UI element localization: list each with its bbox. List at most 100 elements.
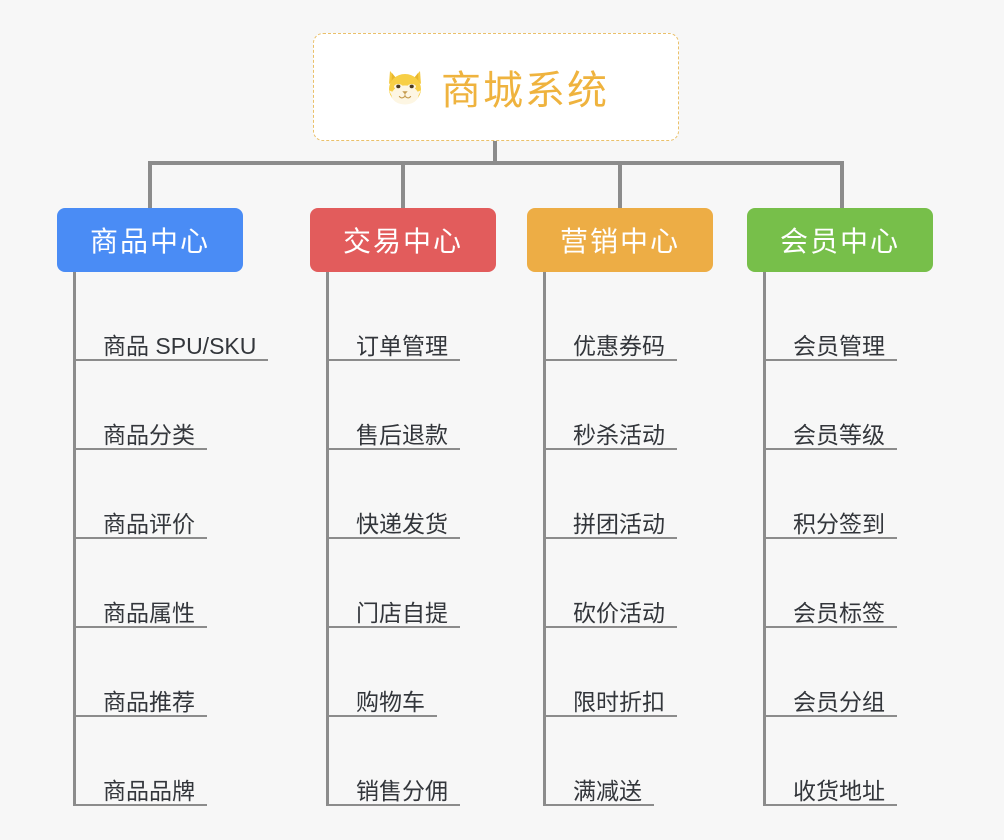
list-item-label: 拼团活动 [573, 510, 665, 537]
shiba-dog-face-icon [383, 65, 427, 109]
branch-header-label: 商品中心 [89, 226, 210, 257]
list-item-rule [73, 359, 269, 361]
list-item[interactable]: 砍价活动 [527, 539, 767, 628]
list-item[interactable]: 秒杀活动 [527, 361, 767, 450]
list-item-label: 满减送 [573, 777, 642, 804]
list-item[interactable]: 商品分类 [57, 361, 317, 450]
branch-header-product-center[interactable]: 商品中心 [57, 208, 243, 272]
list-item-label: 限时折扣 [573, 688, 665, 715]
list-item[interactable]: 会员标签 [747, 539, 987, 628]
list-item-label: 售后退款 [356, 421, 448, 448]
branch-body-product-center: 商品 SPU/SKU 商品分类 商品评价 商品属性 商品推荐 商品品牌 [57, 272, 317, 806]
list-item[interactable]: 售后退款 [310, 361, 550, 450]
list-item-rule [763, 804, 897, 806]
branch-marketing-center: 营销中心 优惠券码 秒杀活动 拼团活动 砍价活动 限时折扣 满减送 [527, 208, 767, 806]
list-item-rule [73, 715, 207, 717]
branch-spine [763, 272, 766, 806]
branch-body-member-center: 会员管理 会员等级 积分签到 会员标签 会员分组 收货地址 [747, 272, 987, 806]
list-item-rule [763, 359, 897, 361]
branch-product-center: 商品中心 商品 SPU/SKU 商品分类 商品评价 商品属性 商品推荐 商品品牌 [57, 208, 317, 806]
list-item-label: 会员管理 [793, 332, 885, 359]
list-item-rule [73, 448, 207, 450]
list-item-label: 秒杀活动 [573, 421, 665, 448]
list-item-label: 商品品牌 [103, 777, 195, 804]
list-item[interactable]: 订单管理 [310, 272, 550, 361]
list-item-label: 销售分佣 [356, 777, 448, 804]
list-item-label: 会员等级 [793, 421, 885, 448]
branch-header-marketing-center[interactable]: 营销中心 [527, 208, 713, 272]
branch-header-member-center[interactable]: 会员中心 [747, 208, 933, 272]
list-item-rule [73, 537, 207, 539]
list-item[interactable]: 商品推荐 [57, 628, 317, 717]
list-item-rule [543, 804, 654, 806]
connector-drop-0 [148, 161, 152, 208]
list-item-rule [543, 626, 677, 628]
list-item-label: 快递发货 [356, 510, 448, 537]
branch-spine [73, 272, 76, 806]
connector-stem [493, 141, 497, 163]
list-item[interactable]: 拼团活动 [527, 450, 767, 539]
list-item-rule [326, 626, 460, 628]
list-item-rule [763, 448, 897, 450]
list-item-rule [326, 448, 460, 450]
branch-header-trade-center[interactable]: 交易中心 [310, 208, 496, 272]
list-item[interactable]: 限时折扣 [527, 628, 767, 717]
list-item-rule [543, 537, 677, 539]
list-item[interactable]: 会员管理 [747, 272, 987, 361]
branch-spine [326, 272, 329, 806]
list-item-label: 积分签到 [793, 510, 885, 537]
branch-body-marketing-center: 优惠券码 秒杀活动 拼团活动 砍价活动 限时折扣 满减送 [527, 272, 767, 806]
list-item[interactable]: 积分签到 [747, 450, 987, 539]
connector-bus [148, 161, 844, 165]
list-item-label: 订单管理 [356, 332, 448, 359]
list-item[interactable]: 优惠券码 [527, 272, 767, 361]
list-item-rule [763, 626, 897, 628]
list-item-label: 收货地址 [793, 777, 885, 804]
branch-trade-center: 交易中心 订单管理 售后退款 快递发货 门店自提 购物车 销售分佣 [310, 208, 550, 806]
list-item-rule [73, 804, 207, 806]
root-node[interactable]: 商城系统 [313, 33, 679, 141]
branch-spine [543, 272, 546, 806]
list-item[interactable]: 商品评价 [57, 450, 317, 539]
list-item-label: 商品推荐 [103, 688, 195, 715]
list-item-rule [543, 359, 677, 361]
list-item-label: 门店自提 [356, 599, 448, 626]
list-item-label: 优惠券码 [573, 332, 665, 359]
list-item-rule [543, 715, 677, 717]
list-item[interactable]: 商品品牌 [57, 717, 317, 806]
list-item[interactable]: 门店自提 [310, 539, 550, 628]
list-item-rule [73, 626, 207, 628]
list-item[interactable]: 商品属性 [57, 539, 317, 628]
branch-header-label: 会员中心 [779, 226, 900, 257]
list-item-rule [326, 715, 437, 717]
root-title: 商城系统 [441, 69, 609, 113]
list-item-rule [326, 359, 460, 361]
list-item-rule [326, 537, 460, 539]
list-item[interactable]: 满减送 [527, 717, 767, 806]
list-item[interactable]: 购物车 [310, 628, 550, 717]
list-item-label: 会员分组 [793, 688, 885, 715]
list-item[interactable]: 商品 SPU/SKU [57, 272, 317, 361]
list-item-rule [763, 537, 897, 539]
list-item-label: 商品属性 [103, 599, 195, 626]
list-item[interactable]: 销售分佣 [310, 717, 550, 806]
list-item-label: 商品 SPU/SKU [103, 332, 257, 359]
connector-drop-1 [401, 161, 405, 208]
connector-drop-3 [840, 161, 844, 208]
list-item-label: 商品评价 [103, 510, 195, 537]
list-item[interactable]: 收货地址 [747, 717, 987, 806]
list-item-label: 会员标签 [793, 599, 885, 626]
list-item-label: 商品分类 [103, 421, 195, 448]
branch-member-center: 会员中心 会员管理 会员等级 积分签到 会员标签 会员分组 收货地址 [747, 208, 987, 806]
branch-body-trade-center: 订单管理 售后退款 快递发货 门店自提 购物车 销售分佣 [310, 272, 550, 806]
branch-header-label: 营销中心 [559, 226, 680, 257]
list-item[interactable]: 会员分组 [747, 628, 987, 717]
list-item[interactable]: 快递发货 [310, 450, 550, 539]
list-item-label: 砍价活动 [573, 599, 665, 626]
connector-drop-2 [618, 161, 622, 208]
list-item-rule [543, 448, 677, 450]
list-item[interactable]: 会员等级 [747, 361, 987, 450]
list-item-rule [763, 715, 897, 717]
list-item-rule [326, 804, 460, 806]
